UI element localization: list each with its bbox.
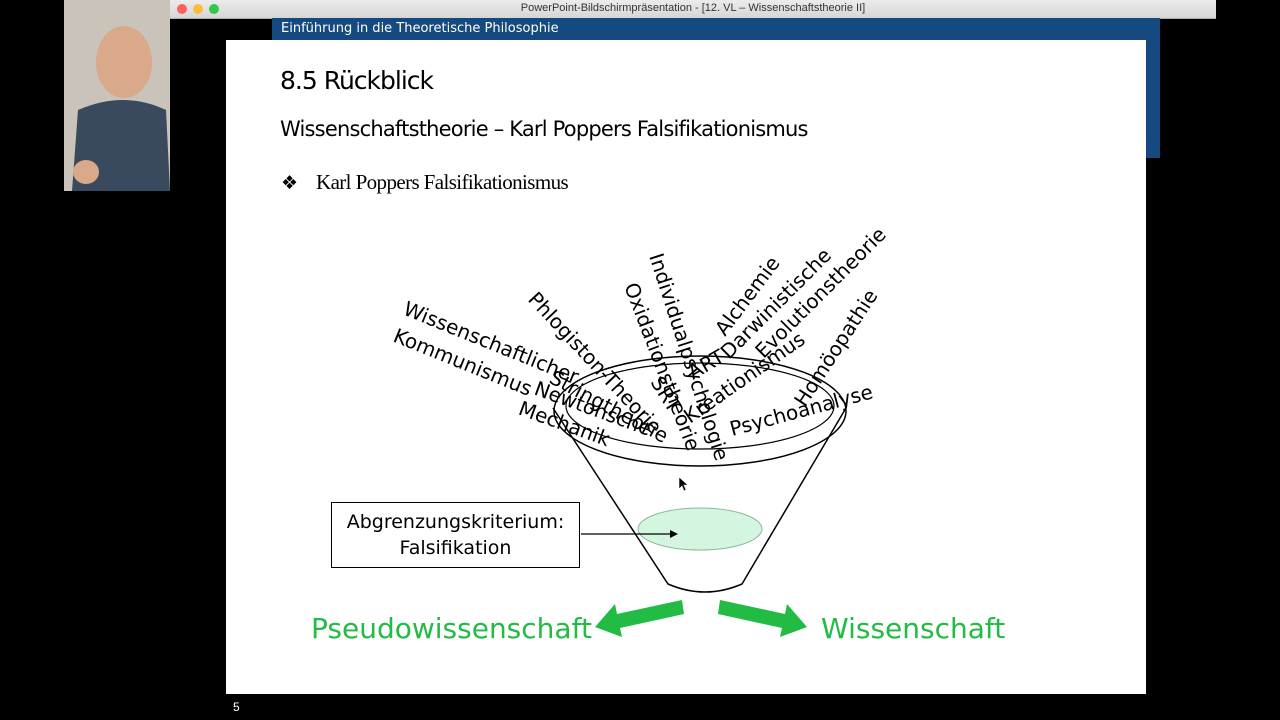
maximize-window-button[interactable] — [209, 4, 219, 14]
science-arrow — [718, 600, 807, 637]
window-title: PowerPoint-Bildschirmpräsentation - [12.… — [520, 2, 866, 14]
minimize-window-button[interactable] — [193, 4, 203, 14]
funnel-rim-outer — [553, 355, 847, 467]
pseudoscience-arrow — [595, 600, 684, 637]
pseudoscience-label: Pseudowissenschaft — [311, 612, 592, 645]
slide-title: 8.5 Rückblick — [280, 66, 434, 95]
bullet-text: Karl Poppers Falsifikationismus — [316, 170, 569, 194]
criterion-line-1: Abgrenzungskriterium: — [346, 511, 565, 533]
slide-canvas — [226, 40, 1146, 694]
presenter-video-icon — [64, 0, 170, 191]
criterion-box: Abgrenzungskriterium: Falsifikation — [331, 502, 580, 568]
webcam-video — [64, 0, 170, 191]
close-window-button[interactable] — [177, 4, 187, 14]
falsification-filter — [637, 507, 763, 551]
criterion-line-2: Falsifikation — [399, 537, 512, 559]
slide-number: 5 — [233, 700, 240, 714]
bullet-diamond-icon: ❖ — [281, 172, 299, 194]
funnel-rim-inner — [565, 362, 835, 450]
slide-subtitle: Wissenschaftstheorie – Karl Poppers Fals… — [280, 117, 809, 141]
criterion-arrowhead — [670, 530, 678, 538]
science-label: Wissenschaft — [821, 612, 1006, 645]
slide-header-label: Einführung in die Theoretische Philosoph… — [281, 21, 559, 36]
funnel-body — [552, 407, 847, 593]
mouse-cursor-icon — [678, 476, 689, 492]
